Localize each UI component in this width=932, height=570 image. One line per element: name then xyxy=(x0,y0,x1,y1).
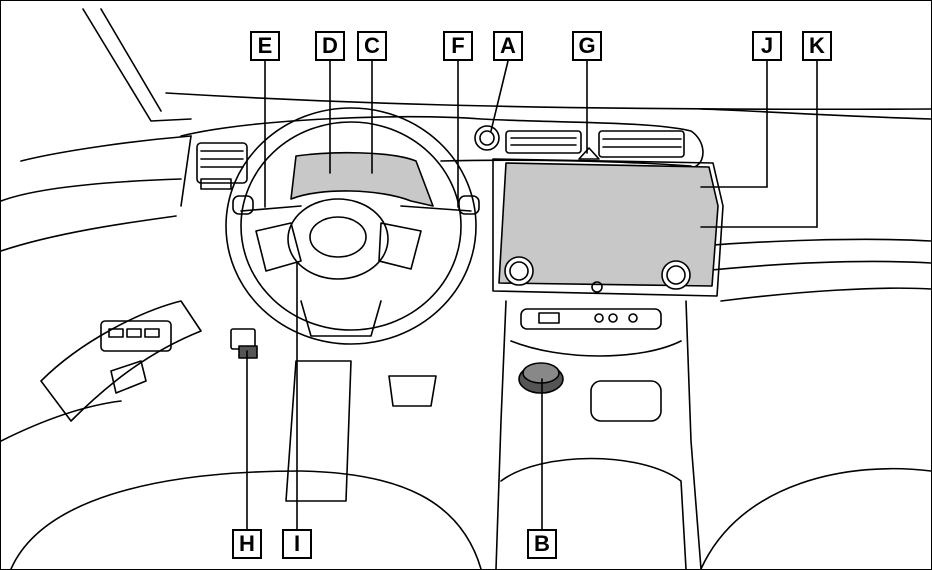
callout-K[interactable]: K xyxy=(802,31,832,61)
pedals xyxy=(285,360,437,502)
callout-E[interactable]: E xyxy=(250,31,280,61)
front-seats xyxy=(10,457,931,569)
left-vent xyxy=(196,142,248,190)
callout-F[interactable]: F xyxy=(443,31,473,61)
callout-H[interactable]: H xyxy=(232,529,262,559)
display-screen-icon xyxy=(492,158,724,297)
windshield-frame xyxy=(1,8,931,252)
callout-I[interactable]: I xyxy=(282,529,312,559)
meter-display xyxy=(290,151,434,207)
steering-wheel-icon xyxy=(225,107,480,345)
switch-icon xyxy=(230,328,258,359)
callout-B[interactable]: B xyxy=(527,529,557,559)
callout-C[interactable]: C xyxy=(357,31,387,61)
leader-lines xyxy=(246,60,818,530)
callout-A[interactable]: A xyxy=(493,31,523,61)
callout-G[interactable]: G xyxy=(572,31,602,61)
callout-D[interactable]: D xyxy=(315,31,345,61)
callout-J[interactable]: J xyxy=(752,31,782,61)
center-console xyxy=(495,300,702,569)
dial-knob-icon xyxy=(518,362,564,394)
dashboard-panel xyxy=(180,115,931,302)
center-vents xyxy=(474,125,685,160)
door-panel xyxy=(1,300,202,442)
